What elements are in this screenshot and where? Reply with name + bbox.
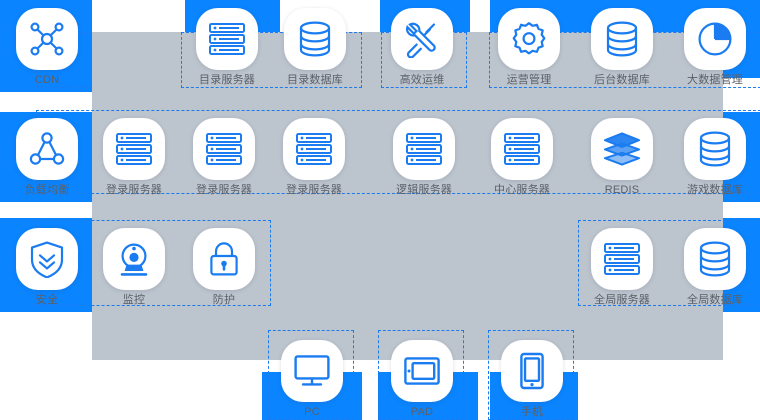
node-login-3[interactable]: 登录服务器 bbox=[277, 118, 351, 197]
node-label-cdn: CDN bbox=[34, 74, 60, 86]
node-backend-db[interactable]: 后台数据库 bbox=[585, 8, 659, 87]
camera-icon bbox=[103, 228, 165, 290]
node-label-dir-database: 目录数据库 bbox=[287, 74, 343, 86]
node-global-db[interactable]: 全局数据库 bbox=[678, 228, 752, 307]
node-dir-server[interactable]: 目录服务器 bbox=[190, 8, 264, 87]
node-dir-database[interactable]: 目录数据库 bbox=[278, 8, 352, 87]
node-label-ops: 高效运维 bbox=[399, 74, 445, 86]
database-icon bbox=[284, 8, 346, 70]
database-icon bbox=[591, 8, 653, 70]
shield-icon bbox=[16, 228, 78, 290]
node-label-bigdata-mgmt: 大数据管理 bbox=[687, 74, 743, 86]
lock-icon bbox=[193, 228, 255, 290]
node-label-mobile: 手机 bbox=[520, 406, 544, 418]
layers-stack-icon bbox=[591, 118, 653, 180]
node-label-game-db: 游戏数据库 bbox=[687, 184, 743, 196]
node-center-server[interactable]: 中心服务器 bbox=[485, 118, 559, 197]
node-label-login-1: 登录服务器 bbox=[106, 184, 162, 196]
load-balance-icon bbox=[16, 118, 78, 180]
group-directory bbox=[181, 32, 362, 88]
node-label-operation-mgmt: 运营管理 bbox=[506, 74, 552, 86]
node-protection[interactable]: 防护 bbox=[187, 228, 261, 307]
node-label-monitor: 监控 bbox=[122, 294, 146, 306]
tools-wrench-icon bbox=[391, 8, 453, 70]
node-bigdata-mgmt[interactable]: 大数据管理 bbox=[678, 8, 752, 87]
node-login-1[interactable]: 登录服务器 bbox=[97, 118, 171, 197]
node-login-2[interactable]: 登录服务器 bbox=[187, 118, 261, 197]
node-load-balance[interactable]: 负载均衡 bbox=[10, 118, 84, 197]
node-monitor[interactable]: 监控 bbox=[97, 228, 171, 307]
node-label-security: 安全 bbox=[35, 294, 59, 306]
server-rack-icon bbox=[103, 118, 165, 180]
node-label-center-server: 中心服务器 bbox=[494, 184, 550, 196]
node-label-login-2: 登录服务器 bbox=[196, 184, 252, 196]
node-pc[interactable]: PC bbox=[275, 340, 349, 419]
server-rack-icon bbox=[193, 118, 255, 180]
node-label-global-db: 全局数据库 bbox=[687, 294, 743, 306]
cdn-network-icon bbox=[16, 8, 78, 70]
node-operation-mgmt[interactable]: 运营管理 bbox=[492, 8, 566, 87]
smartphone-icon bbox=[501, 340, 563, 402]
node-label-global-srv: 全局服务器 bbox=[594, 294, 650, 306]
node-ops[interactable]: 高效运维 bbox=[385, 8, 459, 87]
node-pad[interactable]: PAD bbox=[385, 340, 459, 419]
database-icon bbox=[684, 228, 746, 290]
node-label-load-balance: 负载均衡 bbox=[24, 184, 70, 196]
server-rack-icon bbox=[393, 118, 455, 180]
desktop-monitor-icon bbox=[281, 340, 343, 402]
tablet-icon bbox=[391, 340, 453, 402]
database-icon bbox=[684, 118, 746, 180]
server-rack-icon bbox=[283, 118, 345, 180]
pie-chart-icon bbox=[684, 8, 746, 70]
node-label-protection: 防护 bbox=[212, 294, 236, 306]
node-label-dir-server: 目录服务器 bbox=[199, 74, 255, 86]
node-label-pad: PAD bbox=[410, 406, 434, 418]
server-rack-icon bbox=[591, 228, 653, 290]
server-rack-icon bbox=[491, 118, 553, 180]
node-cdn[interactable]: CDN bbox=[10, 8, 84, 87]
node-global-srv[interactable]: 全局服务器 bbox=[585, 228, 659, 307]
node-logic-server[interactable]: 逻辑服务器 bbox=[387, 118, 461, 197]
node-label-pc: PC bbox=[304, 406, 320, 418]
node-label-redis: REDIS bbox=[604, 184, 640, 196]
group-global bbox=[578, 220, 760, 306]
gear-icon bbox=[498, 8, 560, 70]
node-label-backend-db: 后台数据库 bbox=[594, 74, 650, 86]
server-rack-icon bbox=[196, 8, 258, 70]
node-security[interactable]: 安全 bbox=[10, 228, 84, 307]
node-mobile[interactable]: 手机 bbox=[495, 340, 569, 419]
node-label-logic-server: 逻辑服务器 bbox=[396, 184, 452, 196]
node-game-db[interactable]: 游戏数据库 bbox=[678, 118, 752, 197]
node-redis[interactable]: REDIS bbox=[585, 118, 659, 197]
node-label-login-3: 登录服务器 bbox=[286, 184, 342, 196]
